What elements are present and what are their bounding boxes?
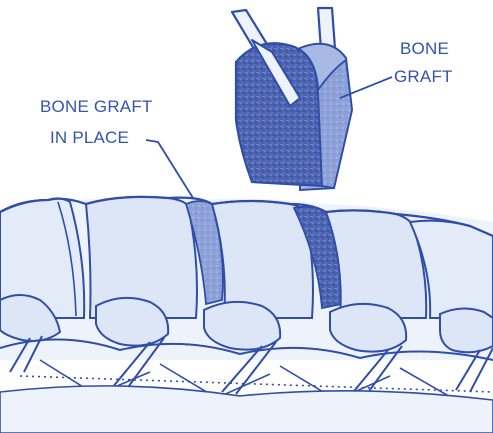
vertebra-3 xyxy=(212,201,313,318)
lower-band xyxy=(0,386,493,433)
facet-4 xyxy=(330,304,406,352)
label-bone-graft: BONE GRAFT xyxy=(340,39,453,98)
spine xyxy=(0,197,493,433)
label-in-place-line2: IN PLACE xyxy=(50,128,129,147)
bone-graft-piece xyxy=(236,40,352,190)
label-bone-graft-in-place: BONE GRAFT IN PLACE xyxy=(40,97,198,206)
label-bone-graft-line2: GRAFT xyxy=(394,67,453,86)
facet-3 xyxy=(204,302,280,350)
facet-5 xyxy=(440,308,493,352)
label-in-place-line1: BONE GRAFT xyxy=(40,97,153,116)
label-bone-graft-line1: BONE xyxy=(400,39,449,58)
